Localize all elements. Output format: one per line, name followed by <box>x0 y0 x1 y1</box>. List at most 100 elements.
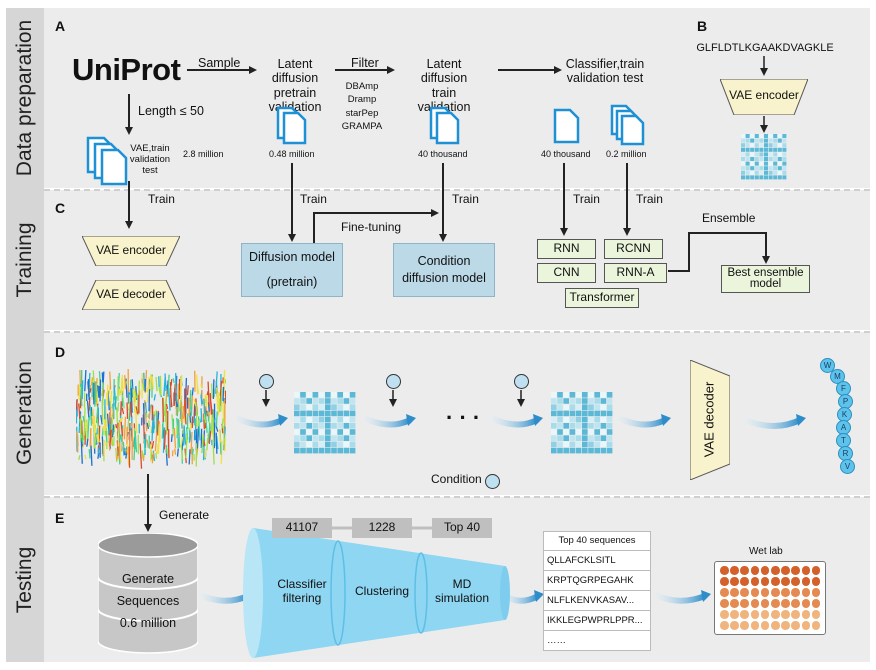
amino-acid-bead: W <box>820 358 835 373</box>
panel-letter-d: D <box>55 344 66 360</box>
well <box>750 599 760 608</box>
train-label-pretrain: Train <box>300 192 327 206</box>
stage-clustering: Clustering <box>354 584 410 598</box>
diffusion-pretrain-box: Diffusion model (pretrain) <box>241 243 343 297</box>
well <box>760 577 770 586</box>
peptide-sequence: GLFLDTLKGAAKDVAGKLE <box>696 42 834 54</box>
train-label-vae: Train <box>148 192 175 206</box>
condition-circle <box>514 374 529 389</box>
well <box>720 588 729 597</box>
well <box>801 610 811 619</box>
doc-stack-icon <box>276 106 307 145</box>
stage-md: MD simulation <box>434 577 490 605</box>
well <box>720 599 729 608</box>
database-icon: Generate Sequences 0.6 million <box>98 533 198 655</box>
well <box>771 566 780 575</box>
well <box>760 566 770 575</box>
wet-lab-label: Wet lab <box>749 546 783 557</box>
count-cls1: 40 thousand <box>541 149 591 159</box>
well <box>801 588 811 597</box>
well <box>811 588 821 597</box>
doc-stack-icon <box>429 106 460 145</box>
table-row: QLLAFCKLSITL <box>544 551 650 571</box>
database-label: Generate Sequences 0.6 million <box>116 572 180 630</box>
funnel-count-3: Top 40 <box>432 518 492 538</box>
well <box>750 610 760 619</box>
train-label-cls1: Train <box>573 192 600 206</box>
vae-decoder-train-label: VAE decoder <box>96 287 166 301</box>
doc-stack-icon <box>610 104 645 146</box>
well <box>750 588 760 597</box>
well <box>811 599 821 608</box>
vae-sets-label: VAE,train validation test <box>129 143 171 176</box>
well <box>811 577 821 586</box>
condition-circle <box>386 374 401 389</box>
table-row: …… <box>547 635 566 646</box>
table-header: Top 40 sequences <box>544 532 650 551</box>
well <box>791 610 800 619</box>
well <box>781 599 790 608</box>
well <box>760 610 770 619</box>
well <box>740 599 749 608</box>
well <box>720 610 729 619</box>
condition-legend-circle <box>485 474 500 489</box>
train-label-condition: Train <box>452 192 479 206</box>
vae-decoder-train: VAE decoder <box>82 280 180 310</box>
well-plate <box>714 561 826 635</box>
table-row: IKKLEGPWPRLPPR... <box>544 611 650 631</box>
sample-label: Sample <box>198 56 241 70</box>
count-train: 40 thousand <box>418 149 468 159</box>
stage-classifier: Classifier filtering <box>277 577 327 605</box>
well <box>760 621 770 630</box>
ellipsis: · · · <box>446 405 481 430</box>
well <box>791 566 800 575</box>
panel-letter-b: B <box>697 18 708 34</box>
vae-decoder-vertical: VAE decoder <box>690 360 730 480</box>
well <box>730 588 739 597</box>
length-label: Length ≤ 50 <box>138 104 204 118</box>
model-cnn: CNN <box>537 263 596 283</box>
well <box>750 577 760 586</box>
sidebar <box>6 8 44 662</box>
panel-letter-a: A <box>55 18 66 34</box>
latent-grid-small <box>741 134 787 180</box>
well <box>801 621 811 630</box>
condition-diffusion-label: Condition diffusion model <box>402 254 486 285</box>
well <box>720 577 729 586</box>
classifier-sets-label: Classifier,train validation test <box>565 57 645 86</box>
count-vae: 2.8 million <box>183 149 224 159</box>
sequence-table: Top 40 sequences QLLAFCKLSITL KRPTQGRPEG… <box>543 531 651 651</box>
well <box>730 566 739 575</box>
vae-encoder-trapezoid: VAE encoder <box>720 79 808 115</box>
well <box>720 621 729 630</box>
well <box>781 610 790 619</box>
generate-label: Generate <box>159 508 210 522</box>
vae-decoder-vertical-label: VAE decoder <box>701 381 717 458</box>
train-label-cls2: Train <box>636 192 663 206</box>
databases-label: DBAmp Dramp starPep GRAMPA <box>341 81 383 132</box>
funnel-count-1: 41107 <box>272 518 332 538</box>
panel-letter-c: C <box>55 200 66 216</box>
divider-1 <box>44 189 870 191</box>
well <box>801 577 811 586</box>
well <box>791 621 800 630</box>
well <box>781 566 790 575</box>
doc-stack-icon <box>86 136 128 186</box>
well <box>781 588 790 597</box>
well <box>740 621 749 630</box>
diffusion-pretrain-label: Diffusion model (pretrain) <box>249 250 335 290</box>
model-rnn-a: RNN-A <box>604 263 667 283</box>
well <box>771 588 780 597</box>
well <box>801 566 811 575</box>
vae-encoder-train-label: VAE encoder <box>96 243 166 257</box>
divider-2 <box>44 331 870 333</box>
well <box>740 588 749 597</box>
well <box>781 621 790 630</box>
fine-tuning-label: Fine-tuning <box>341 220 402 234</box>
well <box>750 566 760 575</box>
model-rnn: RNN <box>537 239 596 259</box>
model-transformer: Transformer <box>565 288 639 308</box>
amino-acid-bead: V <box>840 459 855 474</box>
